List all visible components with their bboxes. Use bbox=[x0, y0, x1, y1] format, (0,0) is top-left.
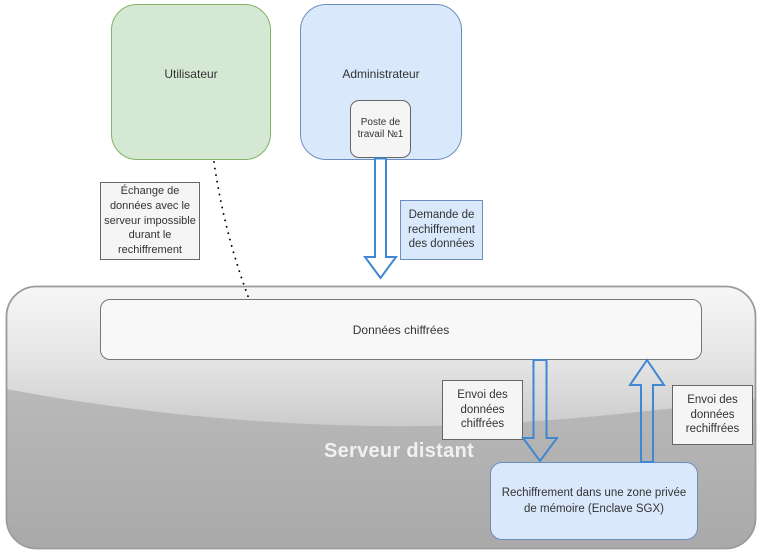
user-node-label: Utilisateur bbox=[164, 67, 218, 81]
user-node: Utilisateur bbox=[111, 4, 271, 160]
exchange-note-text: Échange de données avec le serveur impos… bbox=[104, 184, 196, 257]
request-arrow-label: Demande de rechiffrement des données bbox=[400, 200, 483, 260]
request-arrow-label-text: Demande de rechiffrement des données bbox=[408, 208, 475, 251]
enclave-node: Rechiffrement dans une zone privée de mé… bbox=[490, 462, 698, 540]
encrypted-data-node: Données chiffrées bbox=[100, 299, 702, 360]
admin-node-label: Administrateur bbox=[342, 67, 420, 81]
workstation-node: Poste de travail №1 bbox=[350, 100, 411, 158]
workstation-node-label: Poste de travail №1 bbox=[357, 116, 404, 141]
send-encrypted-label-text: Envoi des données chiffrées bbox=[457, 388, 508, 431]
send-reencrypted-label-text: Envoi des données rechiffrées bbox=[685, 393, 740, 436]
send-reencrypted-label: Envoi des données rechiffrées bbox=[672, 385, 753, 445]
enclave-node-label: Rechiffrement dans une zone privée de mé… bbox=[501, 486, 687, 515]
encrypted-data-label: Données chiffrées bbox=[352, 322, 450, 337]
exchange-note: Échange de données avec le serveur impos… bbox=[100, 182, 200, 260]
server-label: Serveur distant bbox=[323, 440, 475, 462]
send-encrypted-label: Envoi des données chiffrées bbox=[442, 380, 523, 440]
